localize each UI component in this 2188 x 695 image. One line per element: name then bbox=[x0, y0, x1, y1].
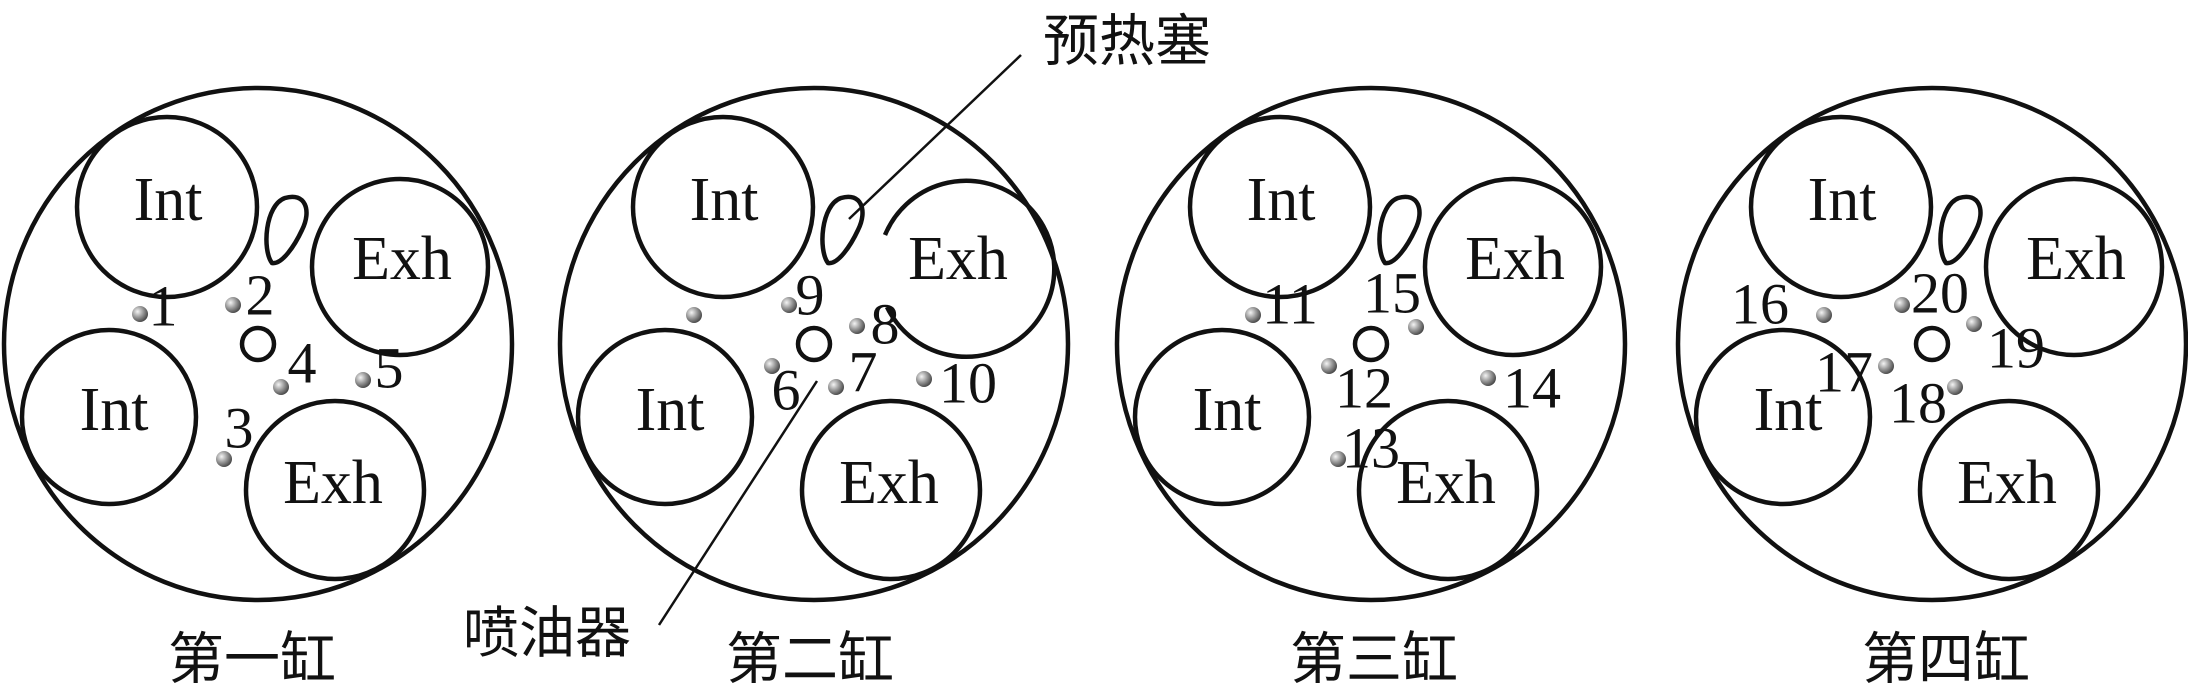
thermocouple-probe-marker bbox=[1321, 358, 1337, 374]
cylinder-caption: 第一缸 bbox=[168, 628, 336, 693]
intake-valve-upper bbox=[74, 114, 260, 300]
exhaust-valve-lower bbox=[243, 398, 427, 582]
glow-plug-outline bbox=[264, 194, 309, 266]
thermocouple-probe-marker bbox=[916, 371, 932, 387]
probe-number-label: 2 bbox=[246, 263, 275, 328]
probe-number-label: 3 bbox=[225, 396, 254, 461]
thermocouple-probe-marker bbox=[1966, 316, 1982, 332]
cylinder-bore-outline bbox=[1114, 85, 1628, 603]
injector-outline bbox=[1913, 325, 1951, 363]
intake-label: Int bbox=[636, 376, 705, 444]
exhaust-label: Exh bbox=[908, 225, 1008, 293]
thermocouple-probe-marker bbox=[1894, 297, 1910, 313]
probe-number-label: 8 bbox=[871, 292, 900, 357]
intake-label: Int bbox=[1808, 166, 1877, 234]
intake-valve-upper bbox=[1748, 114, 1934, 300]
probe-number-label: 19 bbox=[1987, 316, 2045, 381]
thermocouple-probe-marker bbox=[1878, 358, 1894, 374]
cylinder-bore-outline bbox=[1675, 85, 2188, 603]
exhaust-label: Exh bbox=[1957, 449, 2057, 517]
intake-valve-lower bbox=[1132, 327, 1312, 507]
exhaust-valve-lower bbox=[799, 398, 983, 582]
probe-number-label: 20 bbox=[1911, 261, 1969, 326]
thermocouple-probe-marker bbox=[1245, 307, 1261, 323]
intake-label: Int bbox=[1193, 376, 1262, 444]
exhaust-valve-upper bbox=[1983, 176, 2165, 358]
thermocouple-probe-marker bbox=[849, 318, 865, 334]
injector-outline bbox=[239, 325, 277, 363]
injector-outline bbox=[1352, 325, 1390, 363]
glow-plug-outline bbox=[1377, 194, 1422, 266]
cylinder-caption: 第二缸 bbox=[726, 628, 894, 693]
intake-valve-upper bbox=[1187, 114, 1373, 300]
exhaust-label: Exh bbox=[283, 449, 383, 517]
glow-plug-callout: 预热塞 bbox=[1043, 10, 1211, 75]
injector-leader-line bbox=[657, 380, 819, 626]
probe-number-label: 12 bbox=[1335, 356, 1393, 421]
cylinder-bore-outline bbox=[1, 85, 515, 603]
thermocouple-probe-marker bbox=[1480, 370, 1496, 386]
thermocouple-probe-marker bbox=[1408, 319, 1424, 335]
thermocouple-probe-marker bbox=[132, 306, 148, 322]
exhaust-valve-lower bbox=[1917, 398, 2101, 582]
thermocouple-probe-marker bbox=[273, 379, 289, 395]
exhaust-valve-upper bbox=[309, 176, 491, 358]
thermocouple-probe-marker bbox=[828, 379, 844, 395]
exhaust-label: Exh bbox=[1465, 225, 1565, 293]
probe-number-label: 13 bbox=[1342, 416, 1400, 481]
probe-number-label: 14 bbox=[1503, 356, 1561, 421]
intake-label: Int bbox=[134, 166, 203, 234]
exhaust-label: Exh bbox=[1396, 449, 1496, 517]
exhaust-label: Exh bbox=[352, 225, 452, 293]
intake-label: Int bbox=[1754, 376, 1823, 444]
thermocouple-probe-marker bbox=[225, 297, 241, 313]
glow-plug-outline bbox=[820, 194, 865, 266]
probe-number-label: 10 bbox=[939, 351, 997, 416]
probe-number-label: 16 bbox=[1731, 272, 1789, 337]
thermocouple-probe-marker bbox=[764, 358, 780, 374]
probe-number-label: 7 bbox=[849, 340, 878, 405]
probe-number-label: 15 bbox=[1363, 261, 1421, 326]
glow-plug-outline bbox=[1938, 194, 1983, 266]
exhaust-label: Exh bbox=[839, 449, 939, 517]
injector-callout: 喷油器 bbox=[463, 602, 631, 667]
thermocouple-probe-marker bbox=[781, 297, 797, 313]
cylinder-bore-outline bbox=[557, 85, 1071, 603]
probe-number-label: 5 bbox=[375, 336, 404, 401]
thermocouple-probe-marker bbox=[355, 372, 371, 388]
intake-valve-lower bbox=[575, 327, 755, 507]
thermocouple-probe-marker bbox=[1330, 451, 1346, 467]
exhaust-valve-lower bbox=[1356, 398, 1540, 582]
thermocouple-probe-marker bbox=[1816, 307, 1832, 323]
probe-number-label: 18 bbox=[1889, 371, 1947, 436]
intake-label: Int bbox=[1247, 166, 1316, 234]
probe-number-label: 1 bbox=[149, 274, 178, 339]
exhaust-valve-upper bbox=[882, 178, 1057, 360]
probe-number-label: 4 bbox=[288, 331, 317, 396]
injector-outline bbox=[795, 325, 833, 363]
cylinder-caption: 第四缸 bbox=[1862, 628, 2030, 693]
glow-plug-leader-line bbox=[848, 54, 1022, 220]
intake-valve-lower bbox=[1693, 327, 1873, 507]
exhaust-label: Exh bbox=[2026, 225, 2126, 293]
probe-number-label: 9 bbox=[796, 263, 825, 328]
probe-number-label: 17 bbox=[1815, 340, 1873, 405]
cylinder-caption: 第三缸 bbox=[1290, 628, 1458, 693]
thermocouple-probe-marker bbox=[216, 451, 232, 467]
intake-label: Int bbox=[690, 166, 759, 234]
intake-valve-upper bbox=[630, 114, 816, 300]
thermocouple-probe-marker bbox=[1947, 379, 1963, 395]
thermocouple-probe-marker bbox=[686, 307, 702, 323]
intake-valve-lower bbox=[19, 327, 199, 507]
exhaust-valve-upper bbox=[1422, 176, 1604, 358]
intake-label: Int bbox=[80, 376, 149, 444]
probe-number-label: 11 bbox=[1262, 272, 1318, 337]
